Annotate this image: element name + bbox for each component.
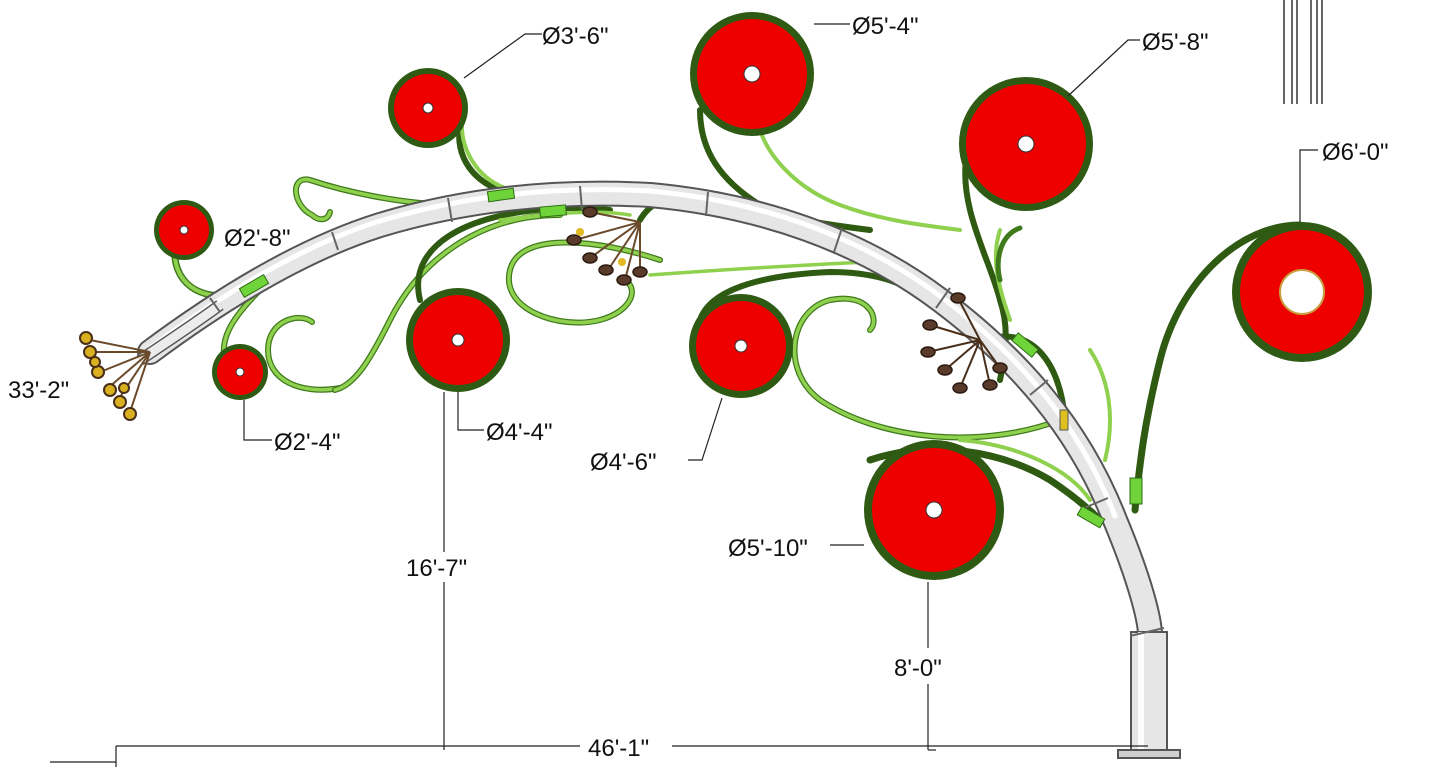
flower-cluster-tip xyxy=(79,331,151,421)
dimension-labels: Ø3'-6" Ø5'-4" Ø5'-8" Ø6'-0" Ø2'-8" Ø2'-4… xyxy=(8,13,1388,762)
label-arm-length: 33'-2" xyxy=(8,377,69,404)
label-disc-3-6: Ø3'-6" xyxy=(542,23,608,50)
label-disc-4-6: Ø4'-6" xyxy=(590,449,656,476)
label-disc-2-8: Ø2'-8" xyxy=(224,225,290,252)
arch-pole xyxy=(136,180,1181,759)
disc-2-4 xyxy=(212,344,268,400)
label-disc-6-0: Ø6'-0" xyxy=(1322,139,1388,166)
label-height-mid: 16'-7" xyxy=(406,555,467,582)
label-overall-span: 46'-1" xyxy=(588,735,649,762)
disc-5-10 xyxy=(864,440,1004,580)
label-disc-5-10: Ø5'-10" xyxy=(728,535,808,562)
disc-2-8 xyxy=(154,200,214,260)
disc-4-6 xyxy=(689,294,793,398)
label-disc-2-4: Ø2'-4" xyxy=(274,429,340,456)
label-disc-5-4: Ø5'-4" xyxy=(852,13,918,40)
disc-5-4 xyxy=(690,12,814,136)
label-disc-4-4: Ø4'-4" xyxy=(486,419,552,446)
label-disc-5-8: Ø5'-8" xyxy=(1142,29,1208,56)
disc-5-8 xyxy=(959,77,1093,211)
disc-3-6 xyxy=(388,68,468,148)
flower-cluster-top xyxy=(566,206,648,286)
disc-6-0 xyxy=(1232,222,1372,362)
leader-lines xyxy=(50,23,1318,767)
flower-cluster-right xyxy=(920,292,1069,431)
top-pole-detail xyxy=(1283,0,1323,104)
disc-4-4 xyxy=(406,288,510,392)
label-height-low: 8'-0" xyxy=(894,655,942,682)
